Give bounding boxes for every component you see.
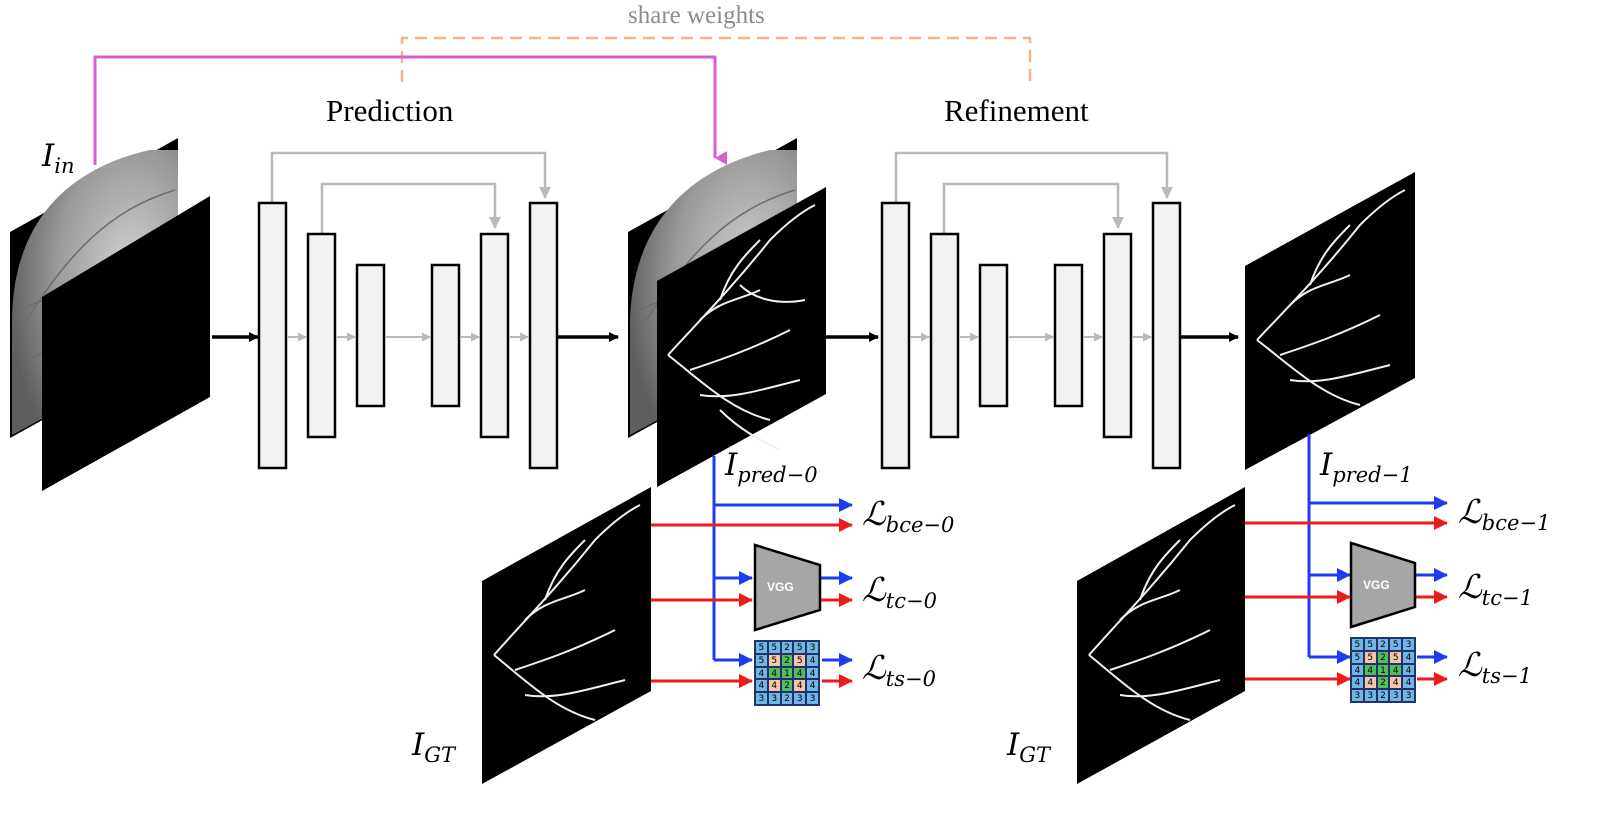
grid-cell: 2 bbox=[780, 641, 794, 654]
grid-cell: 4 bbox=[793, 666, 807, 680]
grid-cell: 4 bbox=[806, 653, 819, 667]
grid-cell: 1 bbox=[780, 666, 794, 680]
gt-right-label: IGT bbox=[1007, 727, 1051, 767]
pred-encoder-block-1 bbox=[257, 201, 288, 470]
gt-left-label: IGT bbox=[412, 727, 456, 767]
ref-decoder-block-1 bbox=[1053, 263, 1084, 408]
loss-branch-1 bbox=[1245, 434, 1448, 686]
grid-cell: 4 bbox=[767, 666, 781, 680]
grid-cell: 3 bbox=[806, 692, 819, 705]
ground-truth-right-image bbox=[1077, 487, 1245, 784]
loss-tc-1: ℒtc−1 bbox=[1458, 567, 1533, 610]
pred-1-label: Ipred−1 bbox=[1320, 447, 1413, 487]
vgg-label-0: VGG bbox=[767, 580, 794, 594]
share-weights-label: share weights bbox=[628, 2, 765, 29]
grid-cell: 4 bbox=[1389, 663, 1403, 677]
grid-cell: 2 bbox=[780, 692, 794, 705]
grid-cell: 5 bbox=[793, 641, 807, 654]
pred-encoder-block-3 bbox=[355, 263, 386, 408]
grid-cell: 5 bbox=[793, 653, 807, 667]
grid-cell: 4 bbox=[793, 679, 807, 693]
grid-cell: 4 bbox=[755, 666, 768, 680]
grid-cell: 4 bbox=[755, 679, 768, 693]
grid-cell: 5 bbox=[755, 653, 768, 667]
grid-cell: 4 bbox=[806, 679, 819, 693]
loss-ts-0: ℒts−0 bbox=[862, 648, 936, 691]
grid-cell: 3 bbox=[1363, 689, 1377, 702]
vgg-network-0 bbox=[753, 543, 822, 632]
input-image-stack bbox=[10, 138, 210, 491]
prediction-0-image-stack bbox=[628, 138, 826, 487]
grid-cell: 4 bbox=[1402, 676, 1415, 690]
vgg-network-1 bbox=[1349, 541, 1417, 629]
grid-cell: 5 bbox=[1389, 650, 1403, 664]
grid-cell: 2 bbox=[780, 653, 794, 667]
grid-cell: 3 bbox=[1351, 689, 1364, 702]
input-link-arrow bbox=[93, 55, 727, 165]
prediction-1-image bbox=[1245, 172, 1415, 470]
grid-cell: 5 bbox=[755, 641, 768, 654]
grid-cell: 4 bbox=[1363, 676, 1377, 690]
grid-cell: 2 bbox=[780, 679, 794, 693]
grid-cell: 5 bbox=[767, 653, 781, 667]
grid-cell: 2 bbox=[1376, 676, 1390, 690]
pred-decoder-block-3 bbox=[528, 201, 559, 470]
grid-cell: 5 bbox=[767, 641, 781, 654]
grid-cell: 3 bbox=[1402, 689, 1415, 702]
grid-cell: 2 bbox=[1376, 689, 1390, 702]
loss-tc-0: ℒtc−0 bbox=[862, 570, 937, 613]
refinement-network bbox=[880, 151, 1182, 470]
loss-bce-1: ℒbce−1 bbox=[1458, 492, 1551, 535]
ref-encoder-block-1 bbox=[880, 201, 911, 470]
grid-cell: 5 bbox=[1389, 638, 1403, 651]
grid-cell: 4 bbox=[1402, 650, 1415, 664]
grid-cell: 5 bbox=[1351, 638, 1364, 651]
loss-bce-0: ℒbce−0 bbox=[862, 494, 955, 537]
pred-0-label: Ipred−0 bbox=[725, 447, 818, 487]
grid-cell: 4 bbox=[767, 679, 781, 693]
ref-decoder-block-3 bbox=[1151, 201, 1182, 470]
ref-encoder-block-3 bbox=[978, 263, 1009, 408]
pred-encoder-block-2 bbox=[306, 232, 337, 439]
grid-cell: 4 bbox=[1351, 663, 1364, 677]
grid-cell: 3 bbox=[1402, 638, 1415, 651]
grid-cell: 5 bbox=[1363, 650, 1377, 664]
grid-cell: 2 bbox=[1376, 638, 1390, 651]
pred-decoder-block-2 bbox=[479, 232, 510, 439]
grid-cell: 4 bbox=[1363, 663, 1377, 677]
refinement-title: Refinement bbox=[944, 93, 1089, 128]
loss-ts-1: ℒts−1 bbox=[1458, 645, 1532, 688]
ground-truth-left-image bbox=[482, 487, 651, 784]
prediction-title: Prediction bbox=[326, 93, 454, 128]
input-image-label: Iin bbox=[42, 138, 75, 178]
grid-cell: 3 bbox=[755, 692, 768, 705]
grid-cell: 3 bbox=[767, 692, 781, 705]
ref-encoder-block-2 bbox=[929, 232, 960, 439]
grid-cell: 4 bbox=[1402, 663, 1415, 677]
grid-cell: 4 bbox=[1351, 676, 1364, 690]
pred-decoder-block-1 bbox=[430, 263, 461, 408]
grid-cell: 3 bbox=[806, 641, 819, 654]
grid-cell: 1 bbox=[1376, 663, 1390, 677]
prediction-network bbox=[257, 151, 559, 470]
grid-cell: 3 bbox=[1389, 689, 1403, 702]
vgg-label-1: VGG bbox=[1363, 578, 1390, 592]
grid-cell: 5 bbox=[1351, 650, 1364, 664]
share-weights-bracket bbox=[400, 36, 1032, 82]
grid-cell: 4 bbox=[806, 666, 819, 680]
grid-cell: 2 bbox=[1376, 650, 1390, 664]
ref-decoder-block-2 bbox=[1102, 232, 1133, 439]
grid-cell: 5 bbox=[1363, 638, 1377, 651]
grid-cell: 4 bbox=[1389, 676, 1403, 690]
loss-branch-0 bbox=[651, 456, 853, 688]
grid-cell: 3 bbox=[793, 692, 807, 705]
